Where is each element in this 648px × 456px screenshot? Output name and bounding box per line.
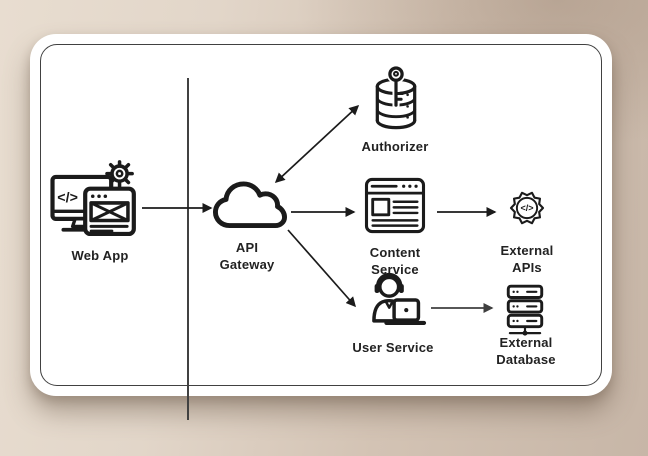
apis-code-glyph: </> [520,203,533,213]
server-rack-icon [506,284,544,336]
node-label-authorizer: Authorizer [361,139,429,154]
node-label-external-database: External Database [496,335,556,367]
node-label-content-service: Content Service [369,245,421,277]
support-agent-icon [372,272,427,326]
node-label-user-service: User Service [352,340,434,355]
monitor-code-glyph: </> [57,190,78,206]
browser-content-icon [364,177,426,234]
client-boundary-divider [187,78,189,420]
node-label-external-apis: External APIs [500,243,554,275]
node-label-api-gateway: API Gateway [219,240,275,272]
diagram-inner-border [40,44,602,386]
gear-code-icon: </> [509,191,545,225]
database-key-icon [375,64,417,130]
web-app-icon: </> [50,160,136,237]
node-label-web-app: Web App [71,248,129,263]
cloud-icon [212,181,288,229]
